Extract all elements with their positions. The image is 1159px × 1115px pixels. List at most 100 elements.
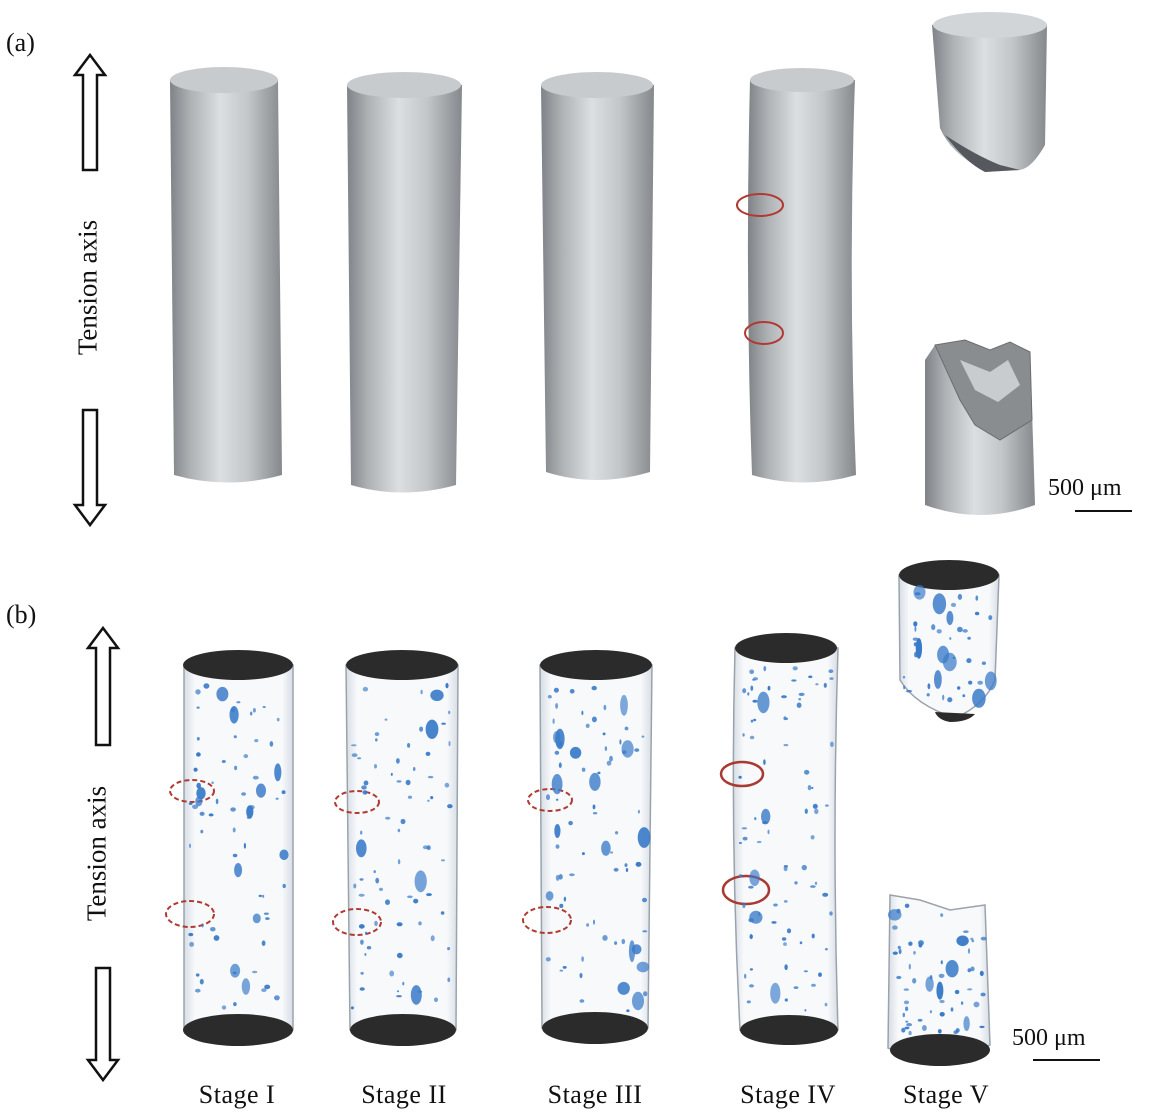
pore-dot — [407, 895, 413, 899]
pore-dot — [613, 867, 619, 872]
pore-dot — [390, 772, 393, 776]
pore-dot — [637, 827, 651, 848]
pore-dot — [400, 818, 406, 825]
tension-arrow-down-b — [85, 966, 121, 1083]
pore-dot — [974, 611, 980, 616]
pore-dot — [396, 990, 400, 993]
pore-dot — [258, 894, 262, 898]
pore-dot — [427, 799, 430, 802]
pore-dot — [939, 1012, 945, 1017]
pore-dot — [233, 735, 237, 739]
pore-dot — [360, 939, 364, 945]
pore-dot — [236, 701, 241, 704]
pore-dot — [243, 754, 249, 759]
pore-dot — [946, 610, 954, 626]
pore-dot — [593, 919, 595, 925]
pore-dot — [814, 881, 818, 885]
pore-dot — [231, 707, 236, 713]
pore-dot — [804, 769, 810, 775]
pore-dot — [248, 805, 255, 810]
pore-dot — [752, 699, 758, 703]
pore-dot — [749, 984, 754, 988]
pore-marker-ring — [522, 906, 572, 934]
pore-dot — [746, 1000, 751, 1004]
pore-dot — [592, 812, 598, 815]
pore-dot — [906, 689, 912, 693]
pore-dot — [448, 710, 451, 715]
pore-dot — [547, 695, 552, 699]
pore-dot — [407, 743, 411, 748]
pore-dot — [363, 780, 369, 786]
pore-dot — [256, 783, 266, 798]
pore-dot — [808, 675, 813, 679]
pore-dot — [810, 835, 815, 840]
surface-cylinder-stage-2 — [347, 72, 462, 493]
pore-dot — [902, 676, 906, 679]
pore-dot — [265, 917, 270, 920]
pore-dot — [430, 796, 434, 800]
pore-dot — [366, 946, 372, 950]
pore-dot — [252, 913, 261, 924]
pore-dot — [626, 1009, 630, 1012]
pore-dot — [397, 828, 401, 833]
pore-dot — [199, 811, 205, 816]
pore-dot — [589, 772, 601, 791]
pore-dot — [786, 928, 792, 934]
pore-dot — [210, 927, 216, 932]
pore-dot — [950, 602, 957, 607]
pore-dot — [829, 677, 834, 680]
pore-dot — [968, 948, 970, 954]
pore-dot — [621, 740, 634, 758]
pore-dot — [422, 845, 429, 850]
pore-dot — [569, 746, 582, 759]
pore-dot — [234, 765, 238, 771]
pore-dot — [902, 1012, 905, 1018]
pore-dot — [232, 853, 238, 858]
pore-dot — [196, 706, 200, 709]
pore-dot — [908, 941, 913, 946]
pore-dot — [610, 851, 614, 854]
pore-dot — [642, 897, 647, 903]
pore-dot — [913, 585, 926, 600]
pore-dot — [427, 775, 434, 779]
pore-dot — [761, 808, 771, 825]
pore-dot — [908, 1030, 912, 1036]
pore-dot — [262, 706, 266, 708]
pore-dot — [397, 859, 401, 865]
pore-dot — [254, 739, 259, 743]
pore-dot — [742, 902, 746, 909]
pore-dot — [591, 716, 597, 723]
pore-dot — [811, 786, 814, 790]
pore-dot — [929, 975, 933, 980]
pore-dot — [936, 981, 944, 1000]
pore-dot — [373, 870, 376, 874]
pore-dot — [913, 951, 916, 955]
stage-label-1: Stage I — [198, 1080, 276, 1109]
pore-dot — [195, 973, 200, 977]
pore-dot — [617, 981, 630, 995]
pore-marker-ring — [721, 874, 771, 906]
pore-dot — [970, 966, 975, 972]
pore-dot — [804, 808, 808, 814]
pore-dot — [972, 688, 986, 708]
pore-dot — [940, 913, 944, 917]
pore-dot — [196, 752, 201, 757]
pore-dot — [950, 1007, 954, 1012]
pore-dot — [274, 763, 282, 782]
pore-dot — [979, 970, 984, 977]
pore-dot — [230, 963, 241, 978]
pore-dot — [892, 951, 898, 955]
pore-dot — [569, 873, 575, 877]
pore-dot — [947, 697, 953, 703]
pore-dot — [282, 883, 286, 889]
pore-dot — [828, 669, 834, 673]
pore-dot — [904, 1026, 910, 1030]
pore-dot — [558, 762, 562, 768]
pore-dot — [949, 637, 952, 640]
pore-dot — [973, 1001, 980, 1008]
pore-dot — [592, 804, 596, 810]
pore-dot — [914, 651, 918, 658]
pore-dot — [913, 621, 918, 627]
pore-dot — [903, 685, 906, 690]
